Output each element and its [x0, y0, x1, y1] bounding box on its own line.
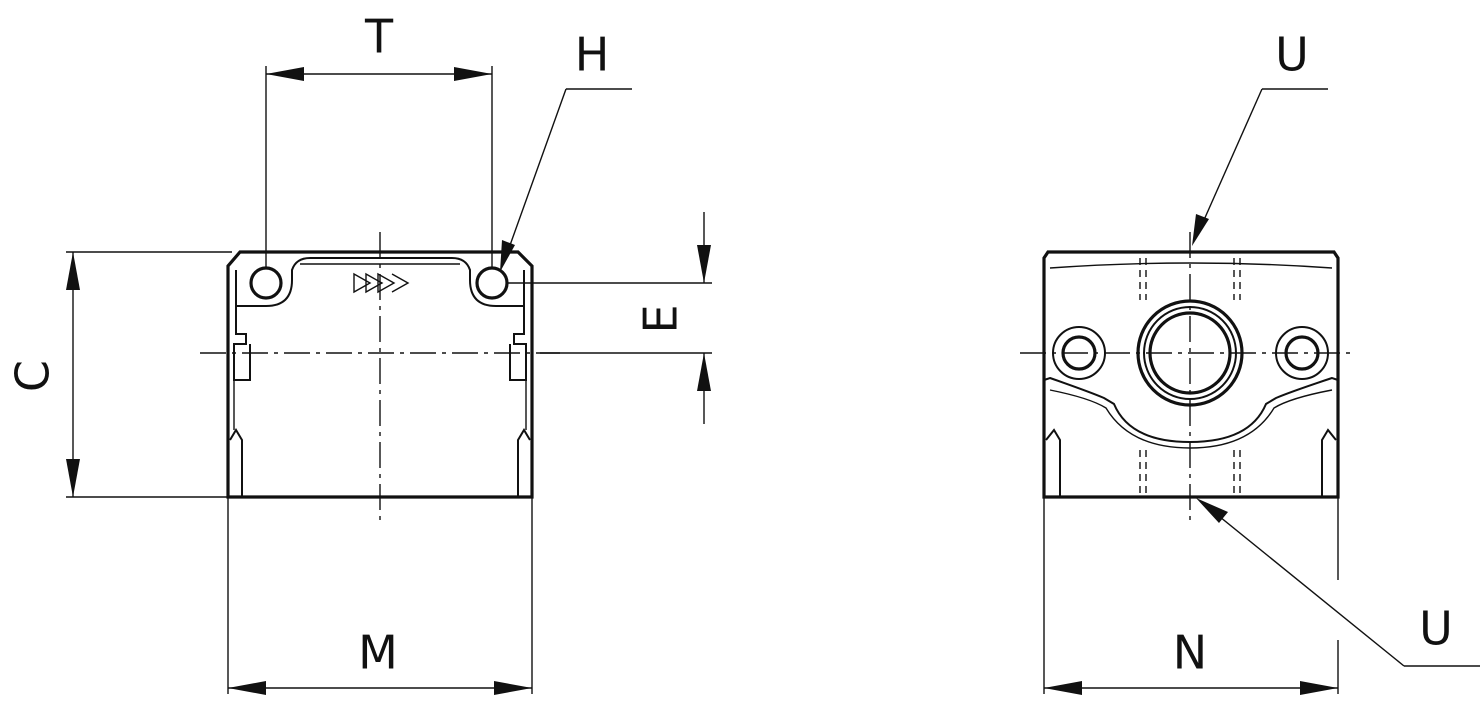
- side-view-right-groove: [1321, 428, 1337, 497]
- front-view-hole-left: [249, 266, 283, 300]
- side-view-left-groove: [1045, 428, 1061, 497]
- front-view-left-groove: [229, 428, 243, 497]
- dimension-C: C: [6, 251, 232, 498]
- label-U-top: U: [1275, 28, 1309, 82]
- dimension-E: E: [508, 212, 712, 424]
- dimension-M: M: [227, 497, 533, 695]
- side-view: [1020, 232, 1356, 520]
- side-view-outline: [1042, 250, 1340, 499]
- label-N: N: [1173, 626, 1207, 680]
- leader-U-bottom: U: [1196, 498, 1480, 667]
- label-T: T: [364, 10, 394, 64]
- leader-H: H: [500, 28, 632, 272]
- dimension-N: N: [1043, 497, 1339, 695]
- side-view-top-curve: [1049, 262, 1333, 269]
- label-C: C: [6, 360, 60, 392]
- front-view-right-groove: [517, 428, 531, 497]
- front-view-left-step: [233, 306, 251, 381]
- label-E: E: [634, 304, 688, 333]
- direction-arrow-icon: [353, 272, 396, 294]
- leader-U-top: U: [1192, 28, 1328, 246]
- label-H: H: [575, 28, 610, 82]
- direction-arrow-tip: [391, 273, 410, 293]
- front-view-hole-right: [475, 266, 509, 300]
- label-M: M: [358, 626, 398, 680]
- front-view: [200, 232, 560, 520]
- dimension-T: T: [265, 10, 493, 268]
- side-view-saddle: [1043, 376, 1339, 444]
- label-U-bottom: U: [1419, 602, 1453, 656]
- front-view-right-step: [509, 306, 527, 381]
- front-view-inner-contour: [235, 257, 525, 307]
